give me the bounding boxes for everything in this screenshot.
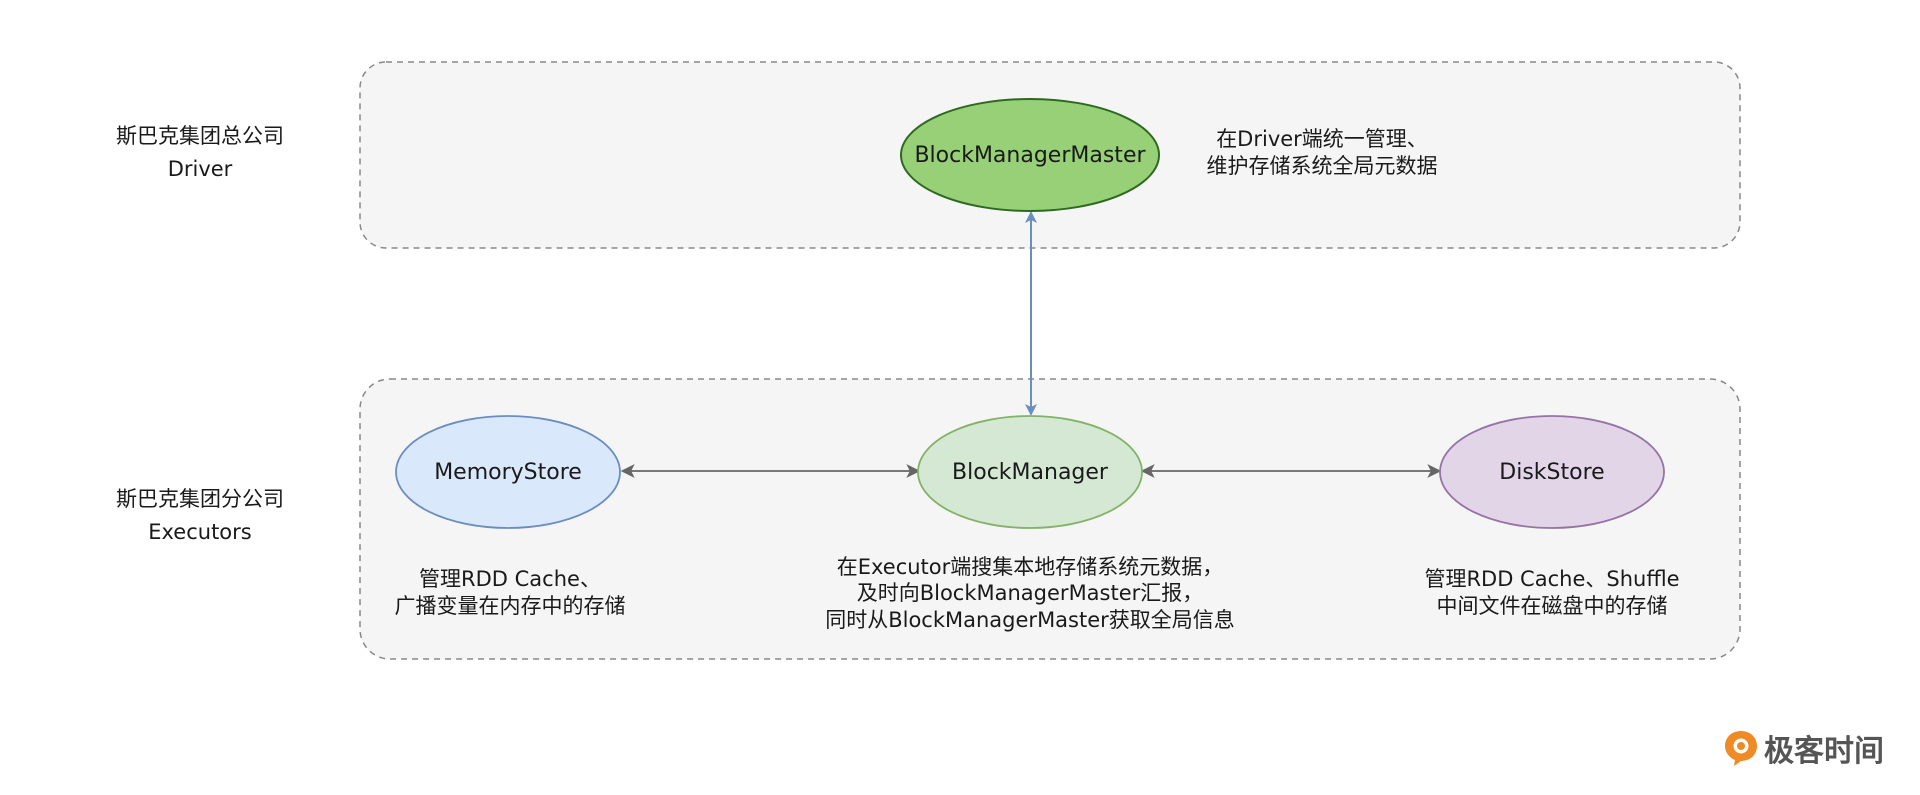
memory-store-node <box>395 415 621 529</box>
memory-store-description: 管理RDD Cache、 广播变量在内存中的存储 <box>365 566 655 621</box>
block-manager-master-node <box>900 98 1160 212</box>
block-manager-description-line1: 在Executor端搜集本地存储系统元数据， <box>836 555 1224 579</box>
master-description-line2: 维护存储系统全局元数据 <box>1206 154 1438 179</box>
executor-title-line2: Executors <box>148 519 252 544</box>
executor-section-title: 斯巴克集团分公司 Executors <box>80 483 320 548</box>
disk-store-label: DiskStore <box>1499 459 1605 485</box>
driver-title-line2: Driver <box>167 156 233 181</box>
brand-logo-text: 极客时间 <box>1764 734 1884 769</box>
block-manager-master-label: BlockManagerMaster <box>914 142 1146 168</box>
block-manager-description-line2: 及时向BlockManagerMaster汇报， <box>856 581 1204 606</box>
brand-logo: 极客时间 <box>1722 726 1884 770</box>
geektime-logo-icon <box>1725 731 1757 766</box>
memory-store-description-line1: 管理RDD Cache、 <box>419 567 601 591</box>
driver-section-title: 斯巴克集团总公司 Driver <box>80 120 320 185</box>
memory-store-description-line2: 广播变量在内存中的存储 <box>394 594 626 619</box>
disk-store-description-line1: 管理RDD Cache、Shuffle <box>1424 567 1680 591</box>
block-manager-description-line3: 同时从BlockManagerMaster获取全局信息 <box>825 607 1235 632</box>
block-manager-node <box>917 415 1143 529</box>
driver-title-line1: 斯巴克集团总公司 <box>116 124 284 148</box>
disk-store-description: 管理RDD Cache、Shuffle 中间文件在磁盘中的存储 <box>1402 566 1702 621</box>
memory-store-label: MemoryStore <box>434 459 582 485</box>
master-description: 在Driver端统一管理、 维护存储系统全局元数据 <box>1177 126 1467 181</box>
master-description-line1: 在Driver端统一管理、 <box>1216 127 1428 151</box>
disk-store-node <box>1439 415 1665 529</box>
block-manager-description: 在Executor端搜集本地存储系统元数据， 及时向BlockManagerMa… <box>790 554 1270 633</box>
executor-title-line1: 斯巴克集团分公司 <box>116 487 284 511</box>
block-manager-label: BlockManager <box>952 459 1108 485</box>
disk-store-description-line2: 中间文件在磁盘中的存储 <box>1436 594 1668 619</box>
